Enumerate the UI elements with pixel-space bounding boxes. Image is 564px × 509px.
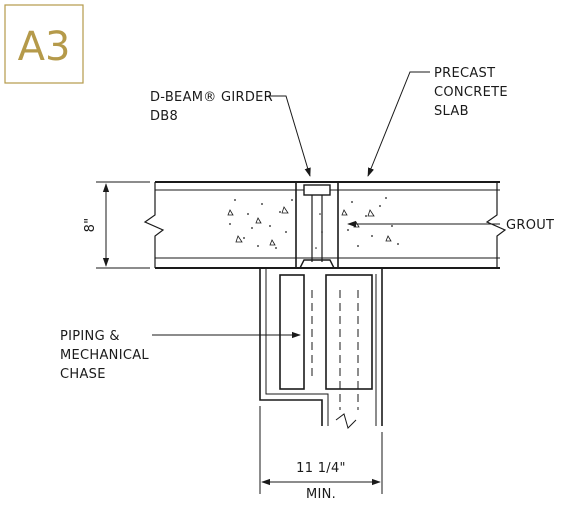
- grout-label: GROUT: [506, 218, 554, 233]
- chase-stud-right: [325, 274, 373, 390]
- girder-top-flange: [303, 184, 331, 196]
- width-dim-text: 11 1/4": [296, 461, 346, 476]
- slab-leader: [367, 71, 430, 177]
- height-dimension: 8": [83, 181, 150, 269]
- chase-stud-left: [279, 274, 305, 390]
- width-note-text: MIN.: [306, 487, 336, 502]
- chase-inner-wall: [265, 268, 329, 426]
- d-beam-girder: [295, 182, 339, 269]
- chase-break-mark: [335, 413, 357, 429]
- concrete-aggregate: [227, 206, 392, 246]
- slab-label-line1: PRECAST: [434, 66, 495, 81]
- height-dim-text: 8": [83, 218, 98, 233]
- concrete-stipple: [229, 197, 399, 249]
- chase-outer-wall: [259, 268, 323, 426]
- girder-label-line2: DB8: [150, 109, 178, 124]
- precast-slab: [143, 181, 507, 269]
- slab-label-line2: CONCRETE: [434, 85, 508, 100]
- chase-label-line2: MECHANICAL: [60, 348, 149, 363]
- chase-label-line3: CHASE: [60, 367, 106, 382]
- width-dimension: [259, 406, 383, 494]
- sheet-badge: A3: [4, 4, 84, 84]
- girder-leader: [268, 95, 311, 177]
- mechanical-chase: [259, 268, 383, 429]
- badge-frame: [4, 4, 84, 84]
- slab-label-line3: SLAB: [434, 104, 469, 119]
- badge-label: A3: [18, 24, 71, 70]
- slab-break-left: [143, 182, 165, 268]
- slab-break-right: [485, 182, 507, 268]
- girder-label-line1: D-BEAM® GIRDER: [150, 90, 273, 105]
- girder-bottom-flange: [299, 259, 335, 269]
- chase-label-line1: PIPING &: [60, 329, 120, 344]
